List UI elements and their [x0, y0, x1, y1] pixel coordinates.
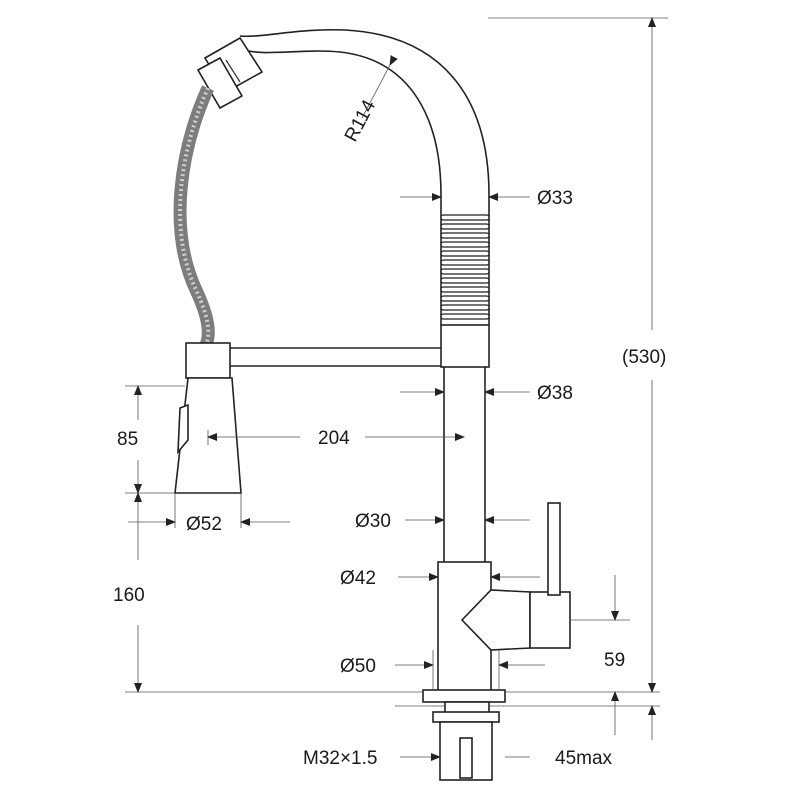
- spring-coil: [440, 214, 490, 320]
- radius-label: R114: [341, 96, 380, 145]
- hose-section-diameter-label: Ø38: [537, 383, 573, 404]
- countertop: [125, 689, 660, 707]
- spout-diameter-label: Ø33: [537, 188, 573, 209]
- head-diameter-label: Ø52: [186, 514, 222, 535]
- dimension-lines: [125, 17, 668, 761]
- thread-label: M32×1.5: [303, 748, 377, 769]
- coil-ring: [440, 268, 490, 275]
- deck-thickness-label: 45max: [555, 748, 613, 769]
- coil-ring: [440, 295, 490, 302]
- base-diameter-label: Ø50: [340, 656, 376, 677]
- coil-ring: [440, 313, 490, 320]
- coil-ring: [440, 304, 490, 311]
- coil-ring: [440, 232, 490, 239]
- coil-ring: [440, 223, 490, 230]
- body-diameter-label: Ø30: [355, 511, 391, 532]
- faucet-body: [437, 367, 571, 693]
- lower-height-label: 160: [113, 585, 145, 606]
- coil-ring: [440, 241, 490, 248]
- flexible-hose: [173, 85, 215, 348]
- coil-ring: [440, 277, 490, 284]
- coil-ring: [440, 286, 490, 293]
- coil-ring: [440, 214, 490, 221]
- coil-ring: [440, 250, 490, 257]
- reach-label: 204: [318, 428, 350, 449]
- mounting-shank: [432, 701, 500, 781]
- spout-nozzle: [196, 36, 264, 110]
- handle-height-label: 59: [604, 650, 625, 671]
- collar-diameter-label: Ø42: [340, 568, 376, 589]
- dimension-labels: R114 Ø33 Ø38 204 85 Ø52 Ø30 Ø42 160 59 Ø…: [113, 96, 666, 769]
- head-height-label: 85: [117, 429, 138, 450]
- coil-ring: [440, 259, 490, 266]
- overall-height-label: (530): [622, 347, 666, 368]
